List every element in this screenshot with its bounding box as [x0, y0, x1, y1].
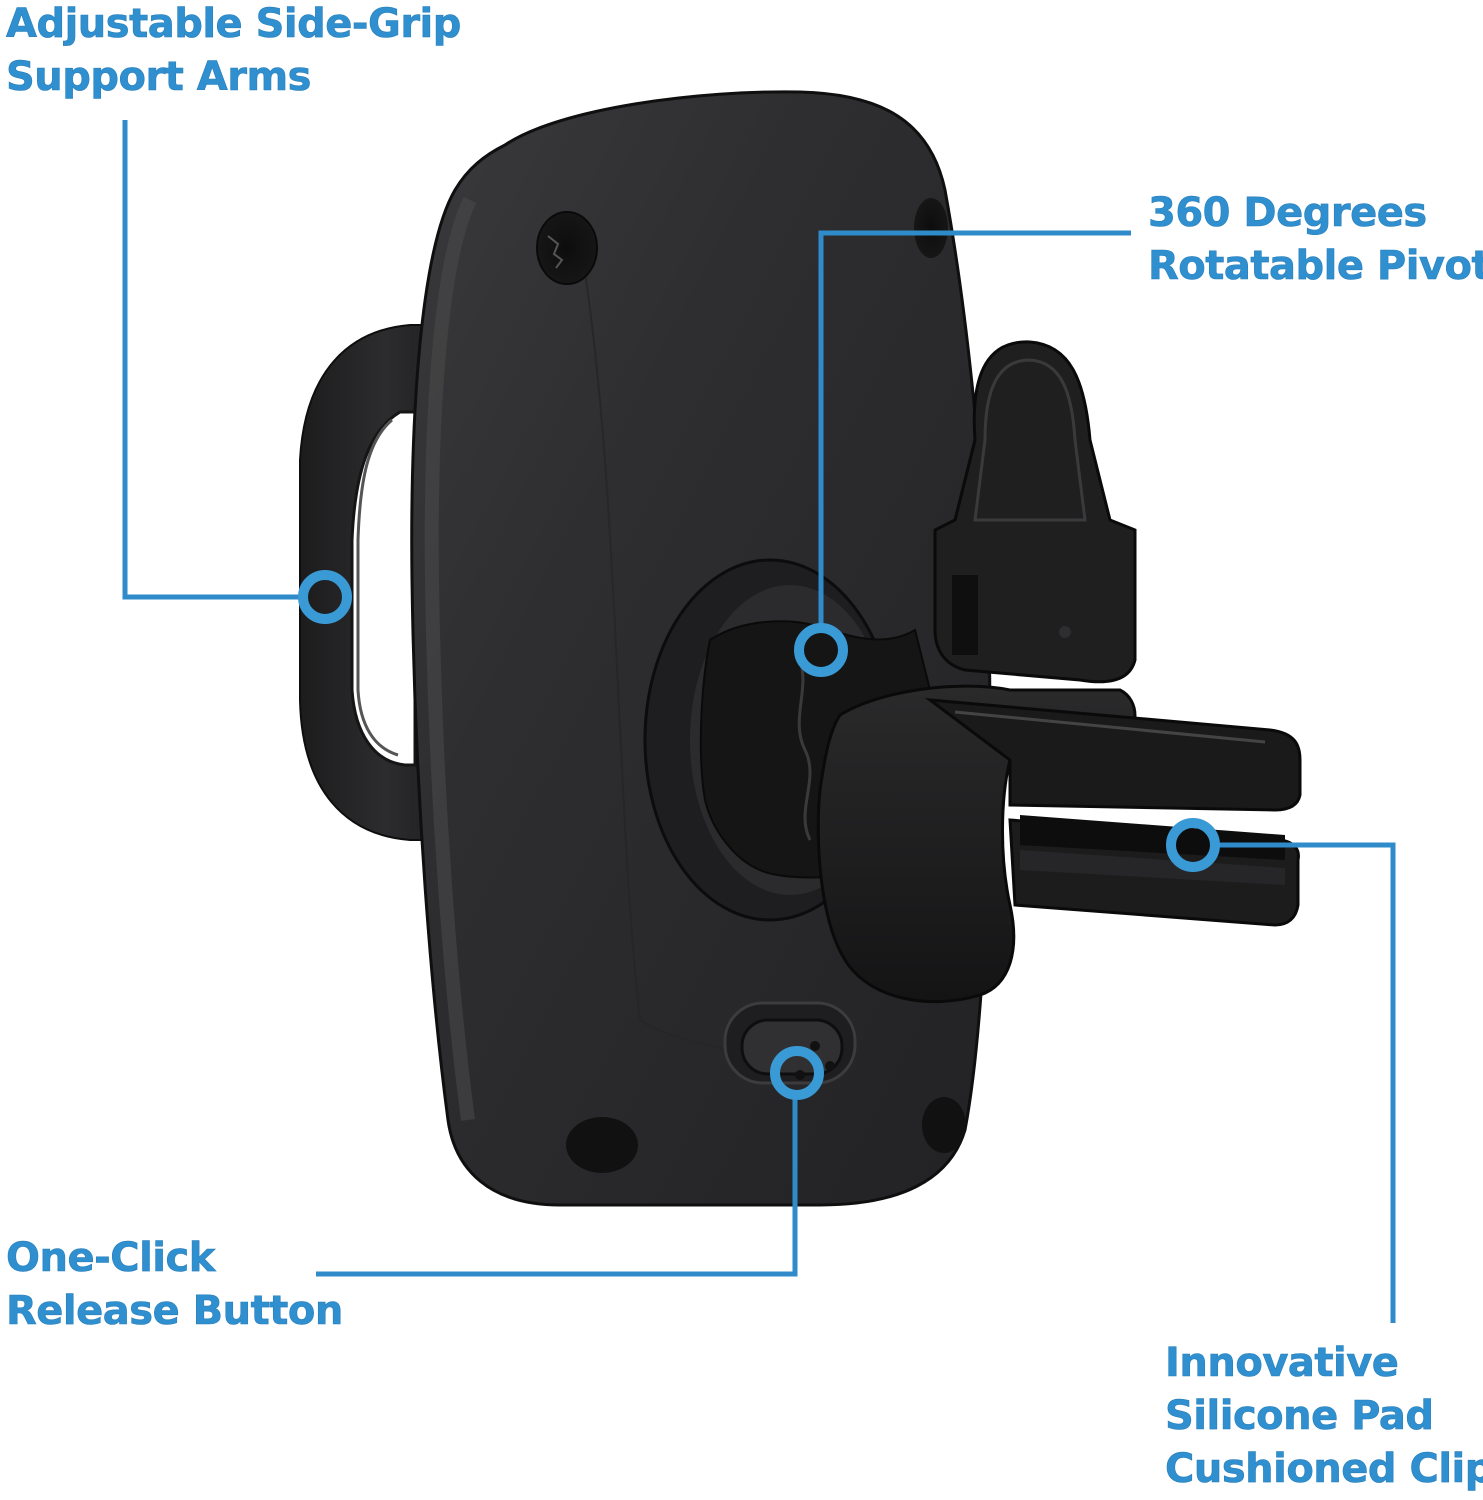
label-line: Innovative: [1165, 1340, 1400, 1387]
label-line: Cushioned Clip: [1165, 1446, 1483, 1493]
label-line: Adjustable Side-Grip: [6, 1, 462, 48]
label-line: Silicone Pad: [1165, 1393, 1435, 1440]
label-line: Rotatable Pivot: [1148, 243, 1483, 290]
label-line: One-Click: [6, 1235, 216, 1282]
feature-label-pivot: 360 Degrees Rotatable Pivot: [1148, 187, 1483, 293]
label-line: 360 Degrees: [1148, 190, 1428, 237]
feature-label-silicone: Innovative Silicone Pad Cushioned Clip: [1165, 1337, 1483, 1496]
label-line: Support Arms: [6, 54, 312, 101]
feature-label-side-grip: Adjustable Side-Grip Support Arms: [6, 0, 462, 104]
feature-label-release: One-Click Release Button: [6, 1232, 344, 1338]
label-line: Release Button: [6, 1288, 344, 1335]
release-button: [723, 1001, 857, 1085]
